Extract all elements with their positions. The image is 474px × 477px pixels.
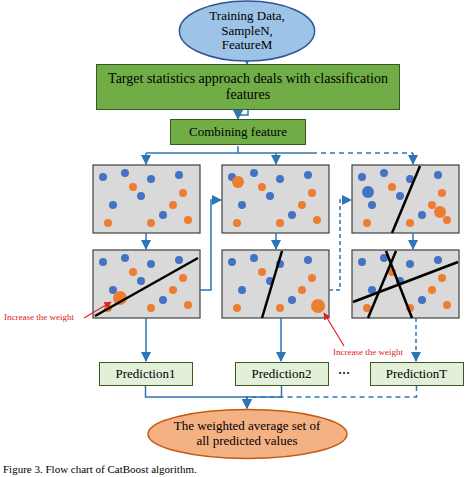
sample-panel <box>93 250 200 318</box>
flow-arrow <box>145 233 147 249</box>
sample-dots <box>99 169 192 227</box>
prediction-box: PredictionT <box>370 362 464 386</box>
flow-arrow <box>275 233 277 249</box>
callout-note: Increase the weight <box>333 348 403 358</box>
flow-line <box>312 152 413 154</box>
flow-arrow <box>145 153 147 164</box>
split-line <box>392 166 420 233</box>
node-text: PredictionT <box>375 367 459 382</box>
prediction-box: Prediction2 <box>235 362 329 386</box>
split-line <box>353 262 458 302</box>
node-text: Combining feature <box>175 125 301 140</box>
callout-arrow <box>324 313 344 346</box>
sample-dots <box>228 169 321 227</box>
sample-panel <box>352 250 459 318</box>
sample-dots <box>228 254 321 312</box>
ellipsis-mark: ... <box>338 360 350 378</box>
split-line <box>262 251 282 318</box>
ellipse-shape <box>148 410 347 459</box>
node-text: Prediction1 <box>104 367 188 382</box>
flow-line <box>146 152 312 154</box>
connector-arrow <box>146 386 248 408</box>
flow-arrow <box>412 153 414 164</box>
process-box: Combining feature <box>170 119 306 145</box>
split-line <box>368 251 396 318</box>
weighted-dot <box>434 206 446 218</box>
split-line <box>95 258 198 316</box>
figure-caption: Figure 3. Flow chart of CatBoost algorit… <box>3 463 197 475</box>
callout-note: Increase the weight <box>4 313 74 323</box>
flow-arrow <box>275 153 277 164</box>
flow-arrow <box>329 200 351 290</box>
callout-arrow <box>84 302 111 318</box>
input-ellipse: Training Data, SampleN, FeatureM <box>178 0 316 63</box>
weighted-dot <box>362 186 374 198</box>
flow-arrow <box>415 318 417 361</box>
weighted-dot <box>311 299 325 313</box>
output-ellipse: The weighted average set of all predicte… <box>146 408 349 460</box>
node-text: Prediction2 <box>240 367 324 382</box>
flow-line <box>237 146 239 153</box>
sample-panel <box>222 165 329 233</box>
process-box: Target statistics approach deals with cl… <box>96 64 400 110</box>
sample-panel <box>93 165 200 233</box>
connector-arrow <box>247 386 417 408</box>
sample-dots <box>358 169 451 227</box>
prediction-box: Prediction1 <box>99 362 193 386</box>
flow-arrow <box>280 318 282 361</box>
connector-arrow <box>238 110 248 119</box>
flow-arrow <box>412 233 414 249</box>
weighted-dot <box>232 176 244 188</box>
flow-arrow <box>145 318 147 361</box>
node-text: The weighted average set of all predicte… <box>172 419 322 448</box>
node-text: Target statistics approach deals with cl… <box>106 71 390 102</box>
ellipse-shape <box>179 1 314 61</box>
sample-dots <box>99 254 192 312</box>
node-text: Training Data, SampleN, FeatureM <box>199 9 295 53</box>
flow-arrow <box>200 200 221 290</box>
sample-panel <box>222 250 329 318</box>
sample-panel <box>352 165 459 233</box>
